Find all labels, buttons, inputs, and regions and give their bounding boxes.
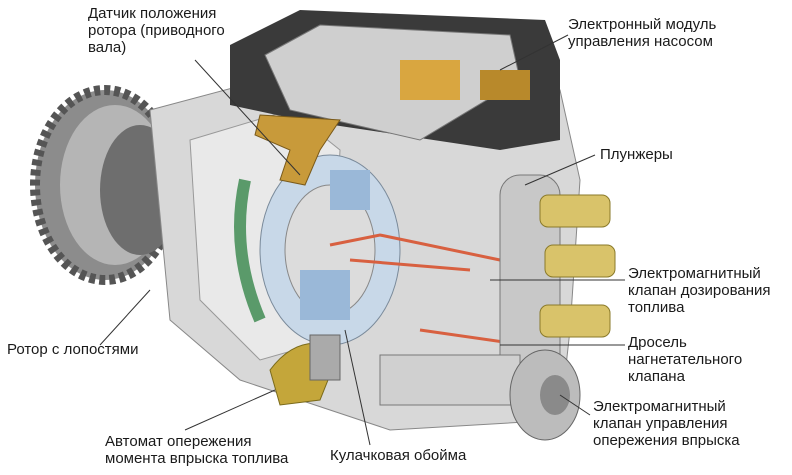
label-line: Ротор с лопостями — [7, 341, 139, 358]
timing-device — [269, 334, 581, 441]
label-line: топлива — [628, 299, 685, 316]
label-line: Электромагнитный — [628, 265, 761, 282]
label-line: Плунжеры — [600, 146, 673, 163]
ecu-module — [230, 10, 560, 150]
label-line: Электромагнитный — [593, 398, 726, 415]
label-line: клапан дозирования — [628, 282, 771, 299]
leader-lines — [99, 34, 625, 446]
label-line: момента впрыска топлива — [105, 450, 289, 467]
label-vane-rotor: Ротор с лопостями — [7, 341, 139, 358]
label-line: клапан управления — [593, 415, 728, 432]
label-line: Электронный модуль — [568, 16, 717, 33]
label-line: управления насосом — [568, 33, 713, 50]
label-line: нагнетательного — [628, 351, 743, 368]
label-line: Кулачковая обойма — [330, 447, 467, 464]
outlet-fittings — [499, 174, 616, 376]
label-rotor-sensor: Датчик положения ротора (приводного вала… — [88, 5, 225, 56]
label-line: Дросель — [628, 334, 687, 351]
rotor-sensor — [254, 114, 341, 186]
label-line: клапана — [628, 368, 685, 385]
label-ecu: Электронный модуль управления насосом — [568, 16, 716, 50]
label-timing-valve: Электромагнитный клапан управления опере… — [593, 398, 740, 449]
label-line: ротора (приводного — [88, 22, 225, 39]
label-metering-valve: Электромагнитный клапан дозирования топл… — [628, 265, 771, 316]
label-cam-ring: Кулачковая обойма — [330, 447, 466, 464]
label-throttle: Дросель нагнетательного клапана — [628, 334, 742, 385]
label-line: вала) — [88, 39, 127, 56]
label-line: Датчик положения — [88, 5, 217, 22]
label-line: Автомат опережения — [105, 433, 252, 450]
label-timing-device: Автомат опережения момента впрыска топли… — [105, 433, 288, 467]
label-line: опережения впрыска — [593, 432, 740, 449]
label-plungers: Плунжеры — [600, 146, 673, 163]
